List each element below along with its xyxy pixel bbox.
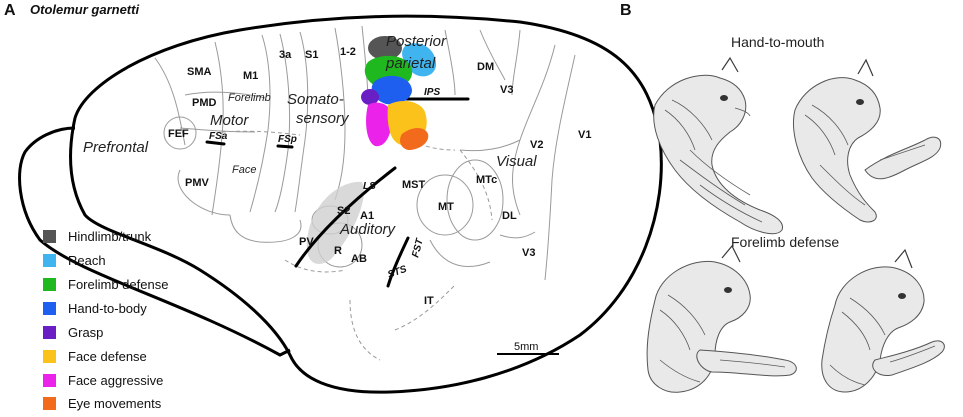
galago-sketch-forelimb-defense-2 [821, 248, 945, 393]
label-forelimb: Forelimb [228, 92, 271, 104]
label-fst: FST [410, 237, 426, 259]
legend-label: Grasp [68, 325, 103, 340]
label-s1: S1 [305, 49, 318, 61]
label-sts: STS [386, 264, 408, 281]
region-visual: Visual [496, 153, 537, 170]
zone-hindlimb-trunk [368, 36, 402, 60]
label-3a: 3a [279, 49, 292, 61]
label-v2: V2 [530, 139, 543, 151]
label-pmv: PMV [185, 177, 210, 189]
legend-label: Forelimb defense [68, 277, 168, 292]
label-dl: DL [502, 210, 517, 222]
scale-bar-label: 5mm [514, 341, 538, 353]
legend-swatch-face-defense [43, 350, 56, 363]
label-pmd: PMD [192, 97, 217, 109]
label-m1: M1 [243, 70, 258, 82]
label-v3-top: V3 [500, 84, 513, 96]
legend-swatch-face-aggressive [43, 374, 56, 387]
region-motor: Motor [210, 112, 249, 129]
label-sma: SMA [187, 66, 212, 78]
label-mtc: MTc [476, 174, 497, 186]
panel-b-letter: B [620, 2, 632, 19]
region-prefrontal: Prefrontal [83, 139, 149, 156]
legend: Hindlimb/trunk Reach Forelimb defense Ha… [43, 229, 168, 411]
legend-swatch-hand-to-body [43, 302, 56, 315]
region-auditory: Auditory [339, 221, 397, 238]
legend-swatch-hindlimb-trunk [43, 230, 56, 243]
caption-hand-to-mouth: Hand-to-mouth [731, 34, 824, 50]
olfactory-bulb-outline [18, 126, 291, 357]
legend-label: Reach [68, 253, 106, 268]
legend-label: Hindlimb/trunk [68, 229, 152, 244]
panel-a-letter: A [4, 2, 16, 19]
label-ls: LS [363, 181, 376, 192]
label-dm: DM [477, 61, 494, 73]
legend-swatch-forelimb-defense [43, 278, 56, 291]
label-v3-bottom: V3 [522, 247, 535, 259]
legend-label: Face aggressive [68, 373, 163, 388]
area-borders [154, 25, 576, 281]
caption-forelimb-defense: Forelimb defense [731, 234, 839, 250]
sulci [205, 97, 470, 288]
label-pv: PV [299, 236, 314, 248]
legend-label: Face defense [68, 349, 147, 364]
species-name: Otolemur garnetti [30, 2, 139, 17]
galago-sketch-hand-to-mouth-2 [793, 58, 942, 223]
label-face: Face [232, 164, 256, 176]
movement-zones [361, 36, 437, 150]
legend-swatch-grasp [43, 326, 56, 339]
zone-hand-to-body [371, 75, 412, 105]
label-s2: S2 [337, 205, 350, 217]
brain-outline [69, 14, 663, 394]
legend-swatch-reach [43, 254, 56, 267]
label-ips: IPS [424, 87, 440, 98]
galago-sketch-hand-to-mouth-1 [653, 56, 784, 235]
region-parietal: parietal [385, 55, 436, 72]
label-fsa: FSa [209, 131, 228, 142]
legend-label: Eye movements [68, 396, 162, 411]
label-mt: MT [438, 201, 454, 213]
galago-sketch-forelimb-defense-1 [646, 244, 797, 393]
region-sensory: sensory [296, 110, 350, 127]
dashed-borders [221, 119, 493, 361]
label-1-2: 1-2 [340, 46, 356, 58]
s2-grey-region [306, 181, 364, 264]
zone-eye-movements [400, 128, 429, 150]
label-r: R [334, 245, 342, 257]
region-posterior: Posterior [386, 33, 447, 50]
legend-label: Hand-to-body [68, 301, 147, 316]
label-a1: A1 [360, 210, 374, 222]
zone-face-aggressive [366, 102, 392, 147]
label-fef: FEF [168, 128, 189, 140]
legend-swatch-eye-movements [43, 397, 56, 410]
label-fsp: FSp [278, 134, 297, 145]
label-v1: V1 [578, 129, 591, 141]
zone-grasp [361, 89, 379, 105]
region-somato: Somato- [287, 91, 344, 108]
label-mst: MST [402, 179, 426, 191]
label-ab: AB [351, 253, 367, 265]
label-it: IT [424, 295, 434, 307]
